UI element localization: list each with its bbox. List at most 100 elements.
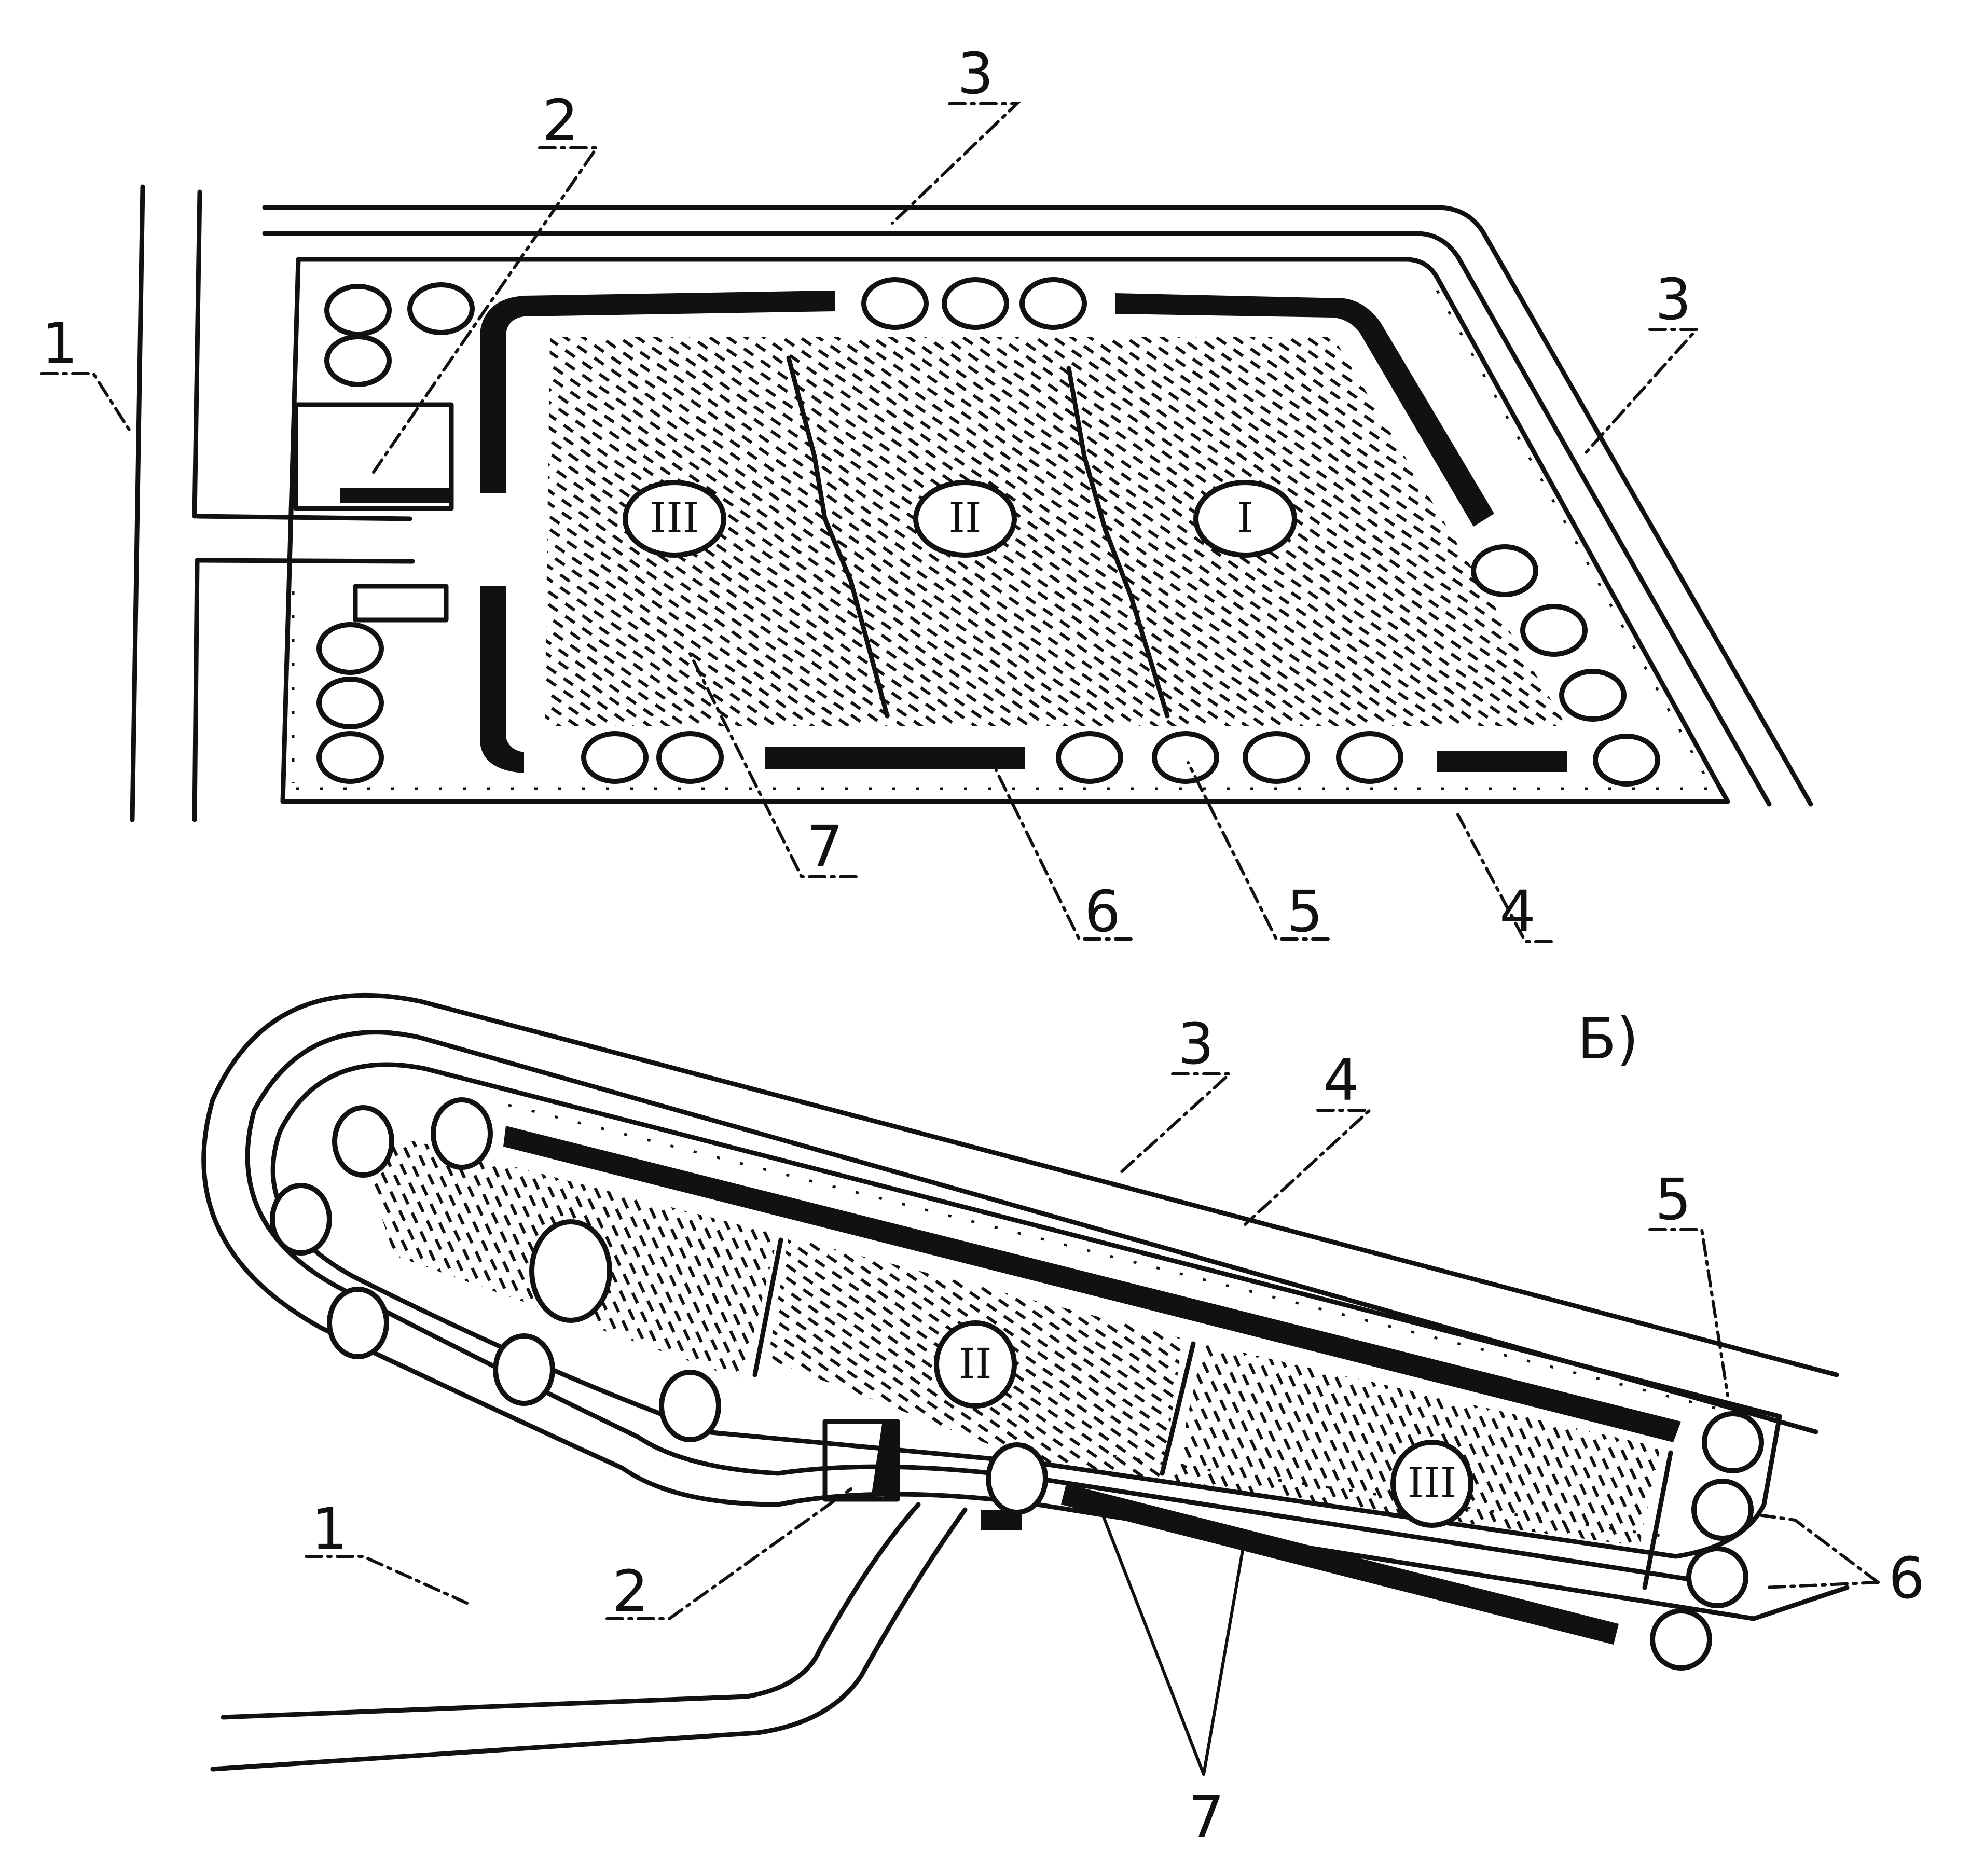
plan-a-callout-2: 2 [542,87,578,154]
plan-b-leader-6a [1757,1513,1880,1584]
plan-b: II III 1 2 3 4 5 6 7 [201,993,1925,1850]
plan-a-leader-4 [1456,813,1553,943]
plan-b-callout-7: 7 [1188,1784,1224,1850]
plan-a-zone-label-1: I [1237,494,1253,542]
plan-a-spot [1336,731,1403,784]
plan-b-leader-2 [605,1487,852,1620]
plan-a-entrance-bottom [195,558,415,564]
plan-a-callout-4: 4 [1499,878,1536,945]
plan-b-leader-5 [1648,1228,1729,1397]
plan-b-spot [529,1219,612,1323]
plan-b-spots [270,1097,1764,1671]
plan-a-zone-marker-1 [1193,480,1297,558]
plan-b-spot [1650,1608,1712,1671]
plan-a-spot [581,731,649,784]
plan-b-spot [986,1442,1048,1515]
plan-b-leader-7b [1202,1534,1247,1776]
plan-b-spot [1686,1546,1748,1608]
plan-b-divider-3 [1642,1450,1673,1590]
plan-a-spot [1520,604,1588,657]
plan-a-leader-5 [1187,761,1330,941]
plan-a: III II I 1 2 3 3 4 5 6 7 [40,40,1813,945]
plan-b-zone-label-2: II [959,1340,991,1388]
plan-a-spot [316,622,384,675]
plan-a-spots [316,277,1660,787]
plan-b-leader-7a [1093,1493,1205,1776]
plan-a-leader-7 [688,652,858,878]
plan-b-spot [659,1370,721,1442]
plan-b-spot [270,1183,332,1256]
plan-b-spot [431,1097,493,1170]
plan-b-callout-4: 4 [1323,1047,1359,1113]
plan-b-spot [1702,1411,1764,1473]
plan-a-spot [1056,731,1123,784]
plan-a-spot [1559,669,1627,722]
plan-b-spot [332,1105,394,1178]
plan-a-leader-3-top [891,102,1021,225]
plan-a-callout-5: 5 [1287,878,1323,945]
plan-b-callout-6: 6 [1889,1545,1925,1611]
plan-b-road-outer [201,993,1850,1621]
plan-b-site-boundary [270,1062,1782,1559]
plan-b-leader-1 [305,1555,469,1605]
plan-a-dike-top-right [1115,293,1494,527]
plan-b-entrance-road-right [210,1507,968,1772]
plan-a-callout-3-top: 3 [957,40,994,107]
plan-a-perimeter-road-outer [262,205,1813,807]
plan-a-spot [324,284,392,337]
plan-b-dike-top [503,1126,1681,1442]
plan-a-landfill-area [545,337,1567,726]
plan-b-divider-2 [1160,1341,1196,1476]
plan-b-spot [493,1333,555,1406]
plan-a-callout-6: 6 [1084,878,1121,945]
plan-b-callout-1: 1 [311,1496,348,1562]
plan-a-divider-2 [1066,366,1170,719]
plan-a-dike-bottom-2 [1437,751,1567,772]
plan-a-entrance-top [195,514,412,521]
plan-a-spot [656,731,724,784]
plan-a-spot [1243,731,1310,784]
plan-a-building [293,402,454,511]
plan-b-zone-marker-2 [934,1320,1017,1409]
plan-b-leader-4 [1244,1109,1374,1226]
plan-b-entrance-road-left [221,1502,921,1720]
plan-a-callout-3-right: 3 [1655,266,1691,333]
figure-b-label: Б) [1577,1005,1638,1072]
plan-b-spot [1691,1479,1754,1541]
plan-a-spot [1019,277,1087,330]
plan-a-spot [1593,734,1660,787]
plan-b-callout-2: 2 [612,1558,649,1624]
plan-a-leader-6 [995,769,1133,941]
plan-a-zone-label-3: III [650,494,699,542]
plan-b-building-shade [872,1424,898,1499]
plan-a-zone-marker-2 [913,480,1017,558]
plan-a-spot [942,277,1009,330]
plan-a-dike-top-left [480,291,835,493]
plan-a-road-right-edge-lower [192,560,200,822]
plan-a-callout-1: 1 [42,310,78,377]
plan-b-zone-label-3: III [1408,1459,1457,1507]
plan-b-dike-bottom [1061,1484,1619,1645]
plan-a-road-right-edge [192,189,202,519]
plan-a-spot [1152,731,1219,784]
plan-b-callout-3: 3 [1178,1011,1214,1077]
plan-a-spot [1471,544,1538,597]
plan-a-dike-left-lower [480,586,524,773]
plan-a-dike-small [340,488,449,503]
plan-a-perimeter-road-inner [262,231,1772,807]
plan-a-spot [316,731,384,784]
plan-b-spot [327,1287,389,1359]
plan-b-callout-5: 5 [1655,1166,1691,1233]
plan-a-spot [861,277,929,330]
plan-a-leader-2 [372,146,600,474]
plan-a-dike-bottom-1 [765,747,1025,769]
plan-a-callout-7: 7 [807,813,843,880]
plan-a-divider-1 [786,355,890,719]
plan-a-spot [407,282,475,335]
plan-b-leader-3 [1119,1072,1234,1174]
plan-a-building-small [353,584,449,623]
plan-a-site-boundary [280,257,1730,804]
plan-a-road-left-edge [130,184,145,822]
plan-b-divider-1 [752,1237,783,1377]
